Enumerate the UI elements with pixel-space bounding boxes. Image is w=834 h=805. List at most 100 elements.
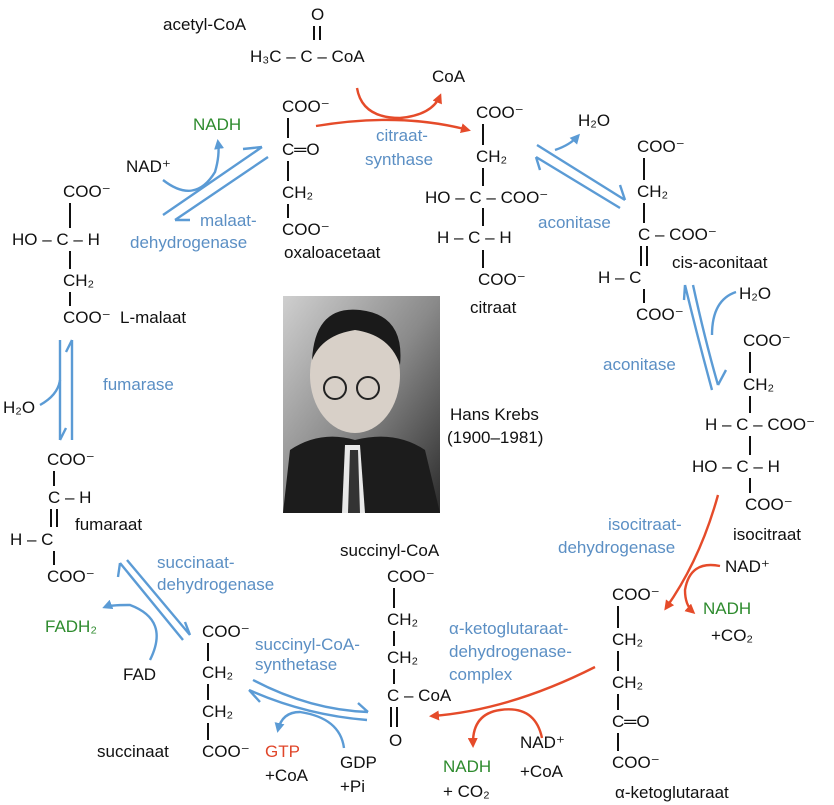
akg-coa: +CoA [520, 762, 564, 781]
formula-line: HO – C – H [12, 230, 100, 249]
mdh-nad: NAD⁺ [126, 157, 171, 176]
fumarase-h2o: H₂O [3, 398, 35, 417]
portrait-name: Hans Krebs [450, 405, 539, 424]
formula-line: C═O [282, 140, 320, 159]
formula-line: COO⁻ [202, 742, 250, 761]
formula-line: HO – C – H [692, 457, 780, 476]
formula-line: CH₂ [282, 183, 313, 202]
aconitase2-reverse [682, 284, 714, 391]
molecule-label: succinaat [97, 742, 169, 761]
aconitase1-reverse [534, 155, 621, 210]
akg-co2: + CO₂ [443, 782, 490, 801]
formula-line: O [311, 5, 324, 24]
enzyme-label: isocitraat- [608, 515, 682, 534]
enzyme-fumarase: fumarase [103, 375, 174, 394]
formula-line: COO⁻ [636, 305, 684, 324]
formula-line: CH₂ [387, 648, 418, 667]
enzyme-label: succinyl-CoA- [255, 635, 360, 654]
enzyme-malate-dehydrogenase: malaat- dehydrogenase [130, 211, 257, 252]
acetyl-coa-entry-arrow [355, 87, 442, 120]
molecule-label: citraat [470, 298, 517, 317]
formula-line: CH₂ [202, 702, 233, 721]
coa-release: CoA [432, 67, 466, 86]
formula-line: COO⁻ [387, 567, 435, 586]
icdh-nad: NAD⁺ [725, 557, 770, 576]
molecule-label: cis-aconitaat [672, 253, 768, 272]
enzyme-isocitrate-dehydrogenase: isocitraat- dehydrogenase [558, 515, 682, 557]
formula-line: H – C [10, 530, 53, 549]
mdh-forward [162, 145, 263, 216]
enzyme-succinate-dehydrogenase: succinaat- dehydrogenase [157, 553, 274, 594]
mdh-nadh: NADH [193, 115, 241, 134]
akg-nadh-arrow [467, 708, 544, 748]
enzyme-label: dehydrogenase [157, 575, 274, 594]
formula-line: CH₂ [743, 375, 774, 394]
h2o-entry-arrow [710, 290, 737, 336]
formula-line: CH₂ [476, 147, 507, 166]
fadh2-arrow [102, 599, 158, 661]
icdh-nadh: NADH [703, 599, 751, 618]
gtp: GTP [265, 742, 300, 761]
formula-line: COO⁻ [47, 450, 95, 469]
molecule-label: succinyl-CoA [340, 541, 440, 560]
formula-line: H – C – H [437, 228, 512, 247]
formula-line: COO⁻ [202, 622, 250, 641]
scs-reverse [248, 688, 368, 722]
molecule-label: acetyl-CoA [163, 15, 247, 34]
formula-line: CH₂ [612, 630, 643, 649]
enzyme-aconitase-2: aconitase [603, 355, 676, 374]
pi: +Pi [340, 777, 365, 796]
formula-line: COO⁻ [478, 270, 526, 289]
alpha-ketoglutarate: COO⁻ CH₂ CH₂ C═O COO⁻ α-ketoglutaraat [612, 585, 729, 802]
formula-line: COO⁻ [282, 220, 330, 239]
icdh-co2: +CO₂ [711, 626, 753, 645]
formula-line: CH₂ [63, 271, 94, 290]
fadh2: FADH₂ [45, 617, 97, 636]
fumarate: COO⁻ C – H H – C COO⁻ fumaraat [10, 450, 142, 586]
icdh-arrow [664, 494, 720, 611]
scs-forward [252, 678, 369, 714]
portrait-years: (1900–1981) [447, 428, 543, 447]
enzyme-label: dehydrogenase [130, 233, 247, 252]
formula-line: C – CoA [387, 686, 452, 705]
formula-line: COO⁻ [47, 567, 95, 586]
molecule-label: α-ketoglutaraat [615, 783, 729, 802]
hans-krebs-portrait [283, 296, 440, 513]
enzyme-label: complex [449, 665, 513, 684]
enzyme-label: synthase [365, 150, 433, 169]
oxaloacetate: COO⁻ C═O CH₂ COO⁻ oxaloacetaat [282, 97, 381, 262]
formula-line: HO – C – COO⁻ [425, 188, 548, 207]
fad: FAD [123, 665, 156, 684]
formula-line: CH₂ [202, 663, 233, 682]
enzyme-akg-dehydrogenase-complex: α-ketoglutaraat- dehydrogenase- complex [449, 619, 572, 684]
akg-nadh: NADH [443, 757, 491, 776]
enzyme-aconitase-1: aconitase [538, 213, 611, 232]
formula-line: C═O [612, 712, 650, 731]
molecule-label: oxaloacetaat [284, 243, 381, 262]
red-arrows [315, 87, 721, 748]
cis-aconitate: COO⁻ CH₂ C – COO⁻ H – C COO⁻ cis-aconita… [598, 137, 768, 324]
fumarase-h2o-arrow [39, 379, 62, 407]
succinate: COO⁻ CH₂ CH₂ COO⁻ succinaat [97, 622, 250, 761]
enzyme-label: succinaat- [157, 553, 234, 572]
formula-line: CH₂ [637, 182, 668, 201]
aconitase2-forward [691, 284, 728, 386]
h2o-release-arrow [554, 133, 580, 152]
citrate-synthase-arrow [315, 118, 471, 134]
sdh-forward [116, 562, 184, 641]
gdp: GDP [340, 753, 377, 772]
formula-line: COO⁻ [612, 753, 660, 772]
aconitase1-forward [536, 143, 627, 202]
formula-line: COO⁻ [282, 97, 330, 116]
h2o-out: H₂O [578, 111, 610, 130]
molecule-label: fumaraat [75, 515, 142, 534]
sdh-reverse [126, 559, 192, 636]
formula-line: COO⁻ [63, 182, 111, 201]
formula-line: COO⁻ [612, 585, 660, 604]
akg-dh-arrow [429, 665, 596, 721]
formula-line: COO⁻ [745, 495, 793, 514]
isocitrate: COO⁻ CH₂ H – C – COO⁻ HO – C – H COO⁻ is… [692, 331, 815, 544]
formula-line: C – H [48, 488, 91, 507]
